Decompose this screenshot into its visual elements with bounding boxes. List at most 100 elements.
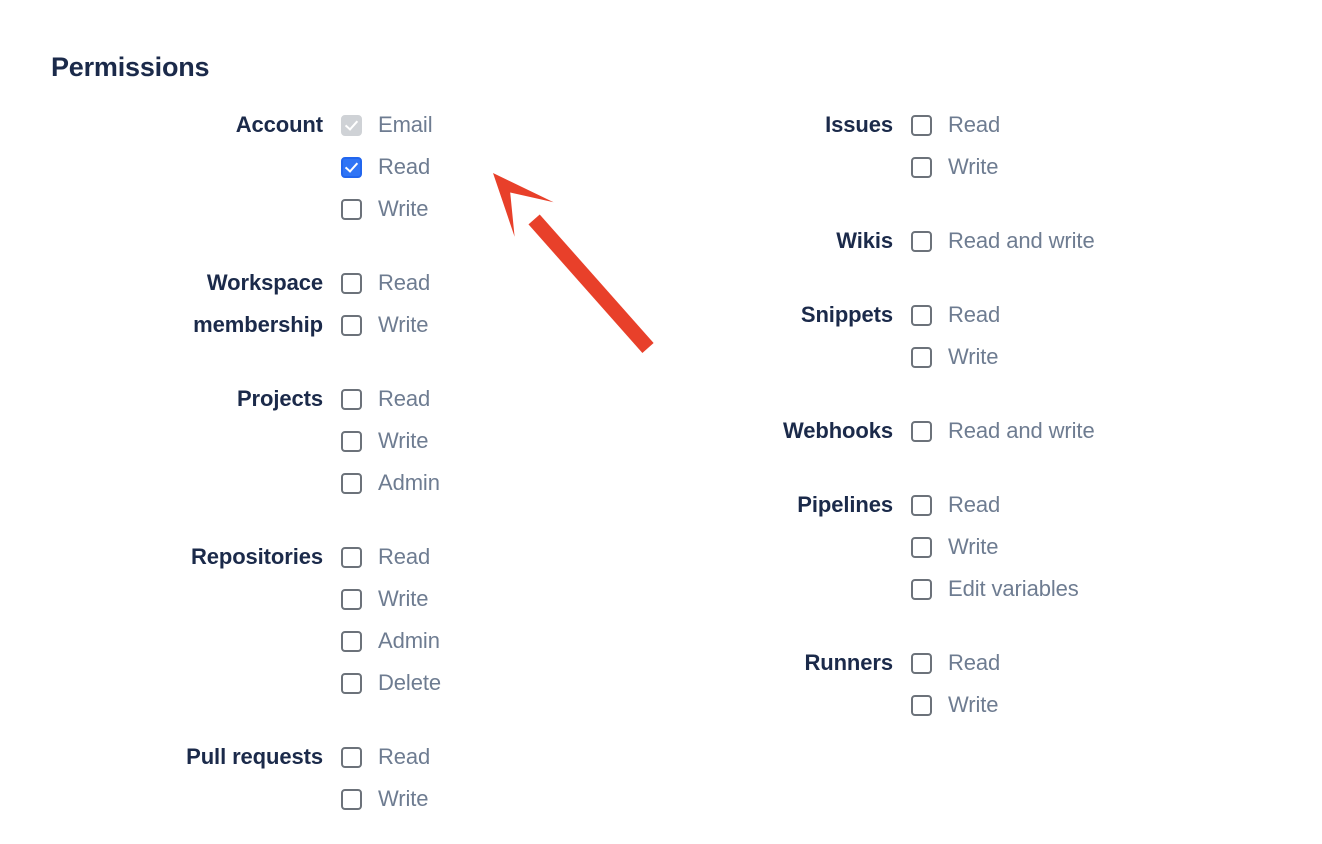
page-title: Permissions <box>51 52 210 82</box>
checkbox-projects-read[interactable] <box>341 388 362 410</box>
permission-option-label: Admin <box>378 628 440 653</box>
permission-group-label: Workspace membership <box>193 270 323 337</box>
permission-group-label: Issues <box>825 112 893 137</box>
permission-option-row[interactable]: Admin <box>341 462 660 504</box>
permission-option-row[interactable]: Read <box>341 378 660 420</box>
permission-option-label: Read <box>378 386 431 411</box>
permission-group-label: Projects <box>236 386 323 411</box>
permission-option-label: Write <box>378 786 429 811</box>
checkbox-wikis-read-and-write[interactable] <box>911 230 932 252</box>
permission-option-row[interactable]: Write <box>911 146 1270 188</box>
permission-option-label: Write <box>948 534 999 559</box>
permission-option-row[interactable]: Admin <box>341 620 660 662</box>
permission-option-label: Read and write <box>948 418 1095 443</box>
checkbox-repositories-write[interactable] <box>341 588 362 610</box>
checkbox-pull-requests-write[interactable] <box>341 788 362 810</box>
permission-option-list: Read and write <box>911 220 1270 262</box>
permission-group: Wikis Read and write <box>610 220 1270 262</box>
permission-group-label: Snippets <box>800 302 893 327</box>
permission-option-label: Read <box>378 544 431 569</box>
permission-option-label: Write <box>378 196 429 221</box>
permission-option-list: Read and write <box>911 410 1270 452</box>
permission-option-row[interactable]: Read and write <box>911 410 1270 452</box>
permission-option-row[interactable]: Write <box>911 526 1270 568</box>
permission-option-row[interactable]: Delete <box>341 662 660 704</box>
permission-option-label: Read <box>948 112 1001 137</box>
permission-option-row[interactable]: Edit variables <box>911 568 1270 610</box>
permission-option-label: Edit variables <box>948 576 1079 601</box>
permission-option-row[interactable]: Read <box>341 146 660 188</box>
checkbox-snippets-read[interactable] <box>911 304 932 326</box>
permission-option-row[interactable]: Write <box>911 336 1270 378</box>
checkbox-account-write[interactable] <box>341 198 362 220</box>
permission-group-label: Webhooks <box>782 418 893 443</box>
permission-option-row[interactable]: Read <box>341 262 660 304</box>
permission-option-row[interactable]: Write <box>341 420 660 462</box>
checkbox-issues-read[interactable] <box>911 114 932 136</box>
permission-option-row[interactable]: Read <box>911 484 1270 526</box>
checkbox-projects-admin[interactable] <box>341 472 362 494</box>
checkbox-projects-write[interactable] <box>341 430 362 452</box>
checkbox-pipelines-write[interactable] <box>911 536 932 558</box>
checkbox-runners-write[interactable] <box>911 694 932 716</box>
checkbox-account-email <box>341 114 362 136</box>
checkbox-runners-read[interactable] <box>911 652 932 674</box>
permission-option-label: Write <box>378 586 429 611</box>
permission-option-label: Read <box>378 744 431 769</box>
checkbox-webhooks-read-and-write[interactable] <box>911 420 932 442</box>
checkbox-pipelines-read[interactable] <box>911 494 932 516</box>
permission-option-row[interactable]: Write <box>341 778 660 820</box>
permission-option-row[interactable]: Write <box>341 578 660 620</box>
permission-option-label: Admin <box>378 470 440 495</box>
checkbox-repositories-delete[interactable] <box>341 672 362 694</box>
permission-option-row[interactable]: Read <box>341 536 660 578</box>
permission-option-row[interactable]: Email <box>341 104 660 146</box>
checkbox-account-read[interactable] <box>341 156 362 178</box>
permission-option-label: Read <box>948 492 1001 517</box>
checkbox-pull-requests-read[interactable] <box>341 746 362 768</box>
checkbox-repositories-read[interactable] <box>341 546 362 568</box>
permission-option-row[interactable]: Read <box>911 642 1270 684</box>
permission-group: Webhooks Read and write <box>610 410 1270 452</box>
checkbox-repositories-admin[interactable] <box>341 630 362 652</box>
permission-option-row[interactable]: Write <box>911 684 1270 726</box>
permission-option-label: Read and write <box>948 228 1095 253</box>
checkbox-workspace-membership-read[interactable] <box>341 272 362 294</box>
permission-option-label: Write <box>948 154 999 179</box>
checkbox-issues-write[interactable] <box>911 156 932 178</box>
permission-option-label: Write <box>378 428 429 453</box>
checkbox-workspace-membership-write[interactable] <box>341 314 362 336</box>
permission-option-row[interactable]: Write <box>341 188 660 230</box>
permission-option-row[interactable]: Read and write <box>911 220 1270 262</box>
permission-option-row[interactable]: Read <box>911 294 1270 336</box>
permission-option-label: Email <box>378 112 433 137</box>
permission-group-label: Pipelines <box>797 492 893 517</box>
checkbox-snippets-write[interactable] <box>911 346 932 368</box>
permission-group-label: Account <box>235 112 323 137</box>
permission-group-label: Wikis <box>836 228 893 253</box>
permission-option-label: Read <box>378 154 431 179</box>
permission-option-row[interactable]: Read <box>911 104 1270 146</box>
permission-option-row[interactable]: Write <box>341 304 660 346</box>
checkbox-pipelines-edit-variables[interactable] <box>911 578 932 600</box>
permission-option-row[interactable]: Read <box>341 736 660 778</box>
permission-option-label: Read <box>378 270 431 295</box>
permission-option-label: Write <box>378 312 429 337</box>
